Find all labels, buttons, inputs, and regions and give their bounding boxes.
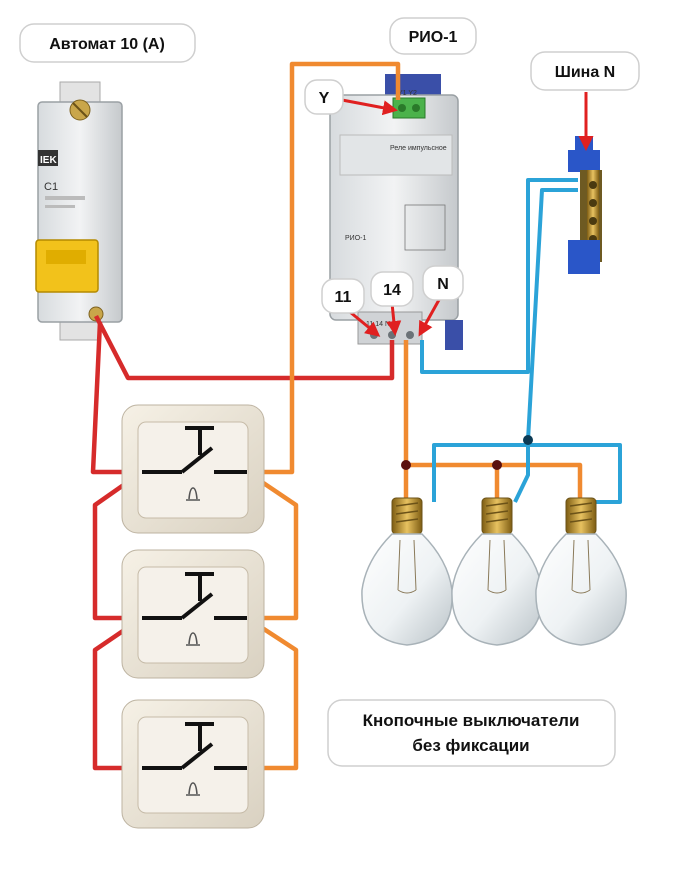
doorbell-icon (186, 487, 200, 501)
relay-face-line2: РИО-1 (345, 235, 366, 242)
circuit-breaker: IEK C1 (35, 81, 123, 341)
neutral-bus (568, 136, 602, 274)
label-terminal-11: 11 (321, 278, 365, 314)
neutral-wires (420, 178, 622, 504)
wire-junctions (401, 435, 533, 470)
svg-text:N: N (437, 276, 449, 293)
svg-text:Шина N: Шина N (555, 64, 615, 81)
incandescent-bulb-icon (451, 497, 543, 646)
label-terminal-n: N (422, 265, 464, 301)
label-terminal-y: Y (304, 79, 344, 115)
svg-text:Y: Y (319, 90, 330, 107)
breaker-toggle (35, 239, 99, 293)
doorbell-icon (186, 632, 200, 646)
push-button-1 (121, 404, 265, 534)
breaker-rating: C1 (44, 181, 58, 193)
push-button-2 (121, 549, 265, 679)
callout-arrows (341, 92, 594, 337)
label-terminal-14: 14 (370, 271, 414, 307)
relay-face-line1: Реле импульсное (390, 145, 447, 152)
breaker-bottom-screw (88, 306, 104, 322)
svg-text:Кнопочные выключатели: Кнопочные выключатели (363, 711, 580, 730)
incandescent-bulb-icon (361, 497, 453, 646)
svg-text:без фиксации: без фиксации (412, 736, 529, 755)
svg-text:11: 11 (335, 289, 352, 306)
svg-text:14: 14 (383, 282, 401, 299)
breaker-brand: IEK (40, 155, 57, 166)
label-breaker: Автомат 10 (А) (19, 23, 196, 63)
svg-text:РИО-1: РИО-1 (409, 29, 458, 46)
label-bus: Шина N (530, 51, 640, 91)
label-relay: РИО-1 (389, 17, 477, 55)
lamp-3 (535, 497, 627, 646)
incandescent-bulb-icon (535, 497, 627, 646)
doorbell-icon (186, 782, 200, 796)
caption-box: Кнопочные выключатели без фиксации (327, 699, 616, 767)
relay-terminal-block-y (392, 97, 426, 119)
lamp-2 (451, 497, 543, 646)
svg-text:Автомат 10 (А): Автомат 10 (А) (49, 36, 165, 53)
relay-top-terminals: Y1 Y2 (398, 90, 417, 97)
lamp-1 (361, 497, 453, 646)
push-button-3 (121, 699, 265, 829)
